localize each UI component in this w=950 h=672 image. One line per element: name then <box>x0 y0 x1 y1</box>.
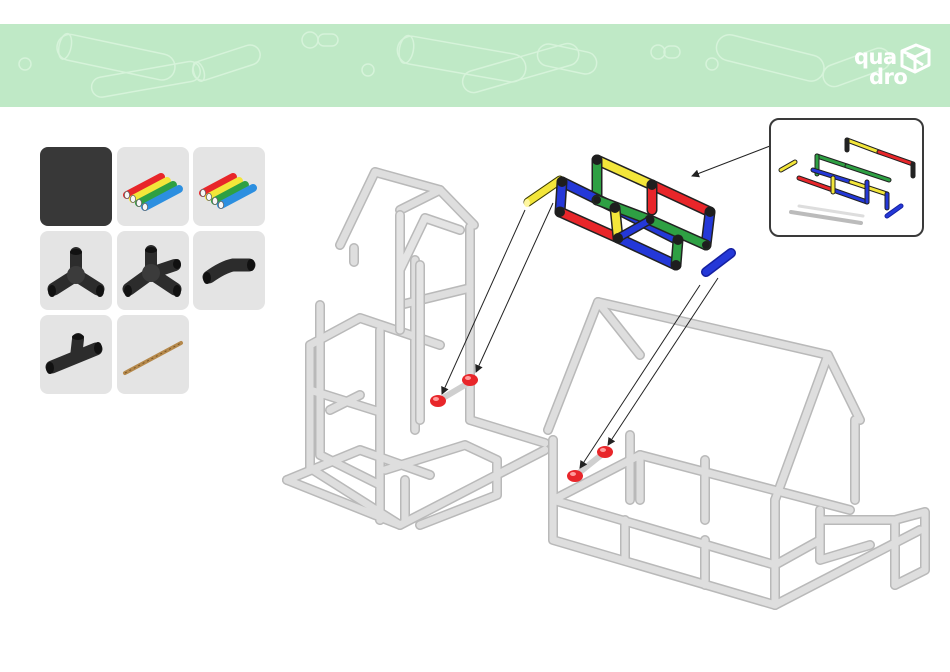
bench-detail-preview <box>771 120 924 237</box>
red-clip[interactable] <box>597 446 613 458</box>
red-clip[interactable] <box>462 374 478 386</box>
detail-inset <box>769 118 924 237</box>
left-tower-frame <box>287 172 545 525</box>
red-clip[interactable] <box>567 470 583 482</box>
red-clip[interactable] <box>430 395 446 407</box>
loose-blue-tube[interactable] <box>706 253 731 272</box>
colored-bench-assembly[interactable] <box>524 155 715 270</box>
